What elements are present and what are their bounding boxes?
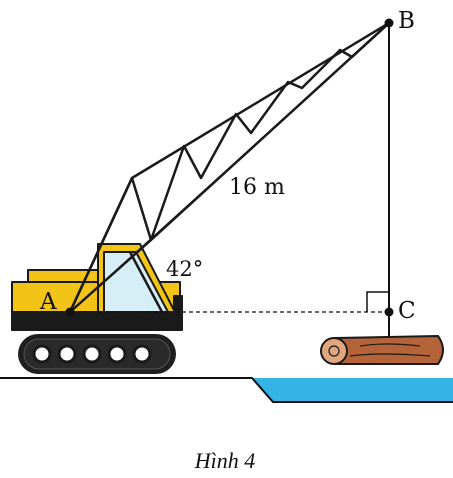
label-boom-length: 16 m (229, 175, 285, 200)
log-end (320, 337, 348, 365)
label-point-c: C (398, 298, 416, 324)
label-angle: 42° (166, 257, 203, 281)
crane-tracks (18, 334, 176, 374)
right-angle-mark (366, 291, 389, 312)
geometry (65, 18, 394, 338)
crane-body (11, 243, 183, 331)
water (252, 378, 453, 402)
ground (0, 377, 453, 403)
point-c (384, 307, 394, 317)
segment-ab (69, 22, 390, 313)
track-wheels (32, 344, 152, 364)
log (320, 334, 444, 365)
point-b (384, 18, 394, 28)
label-point-a: A (39, 289, 57, 315)
point-a (65, 307, 75, 317)
label-point-b: B (398, 8, 415, 34)
figure-caption: Hình 4 (194, 448, 256, 473)
